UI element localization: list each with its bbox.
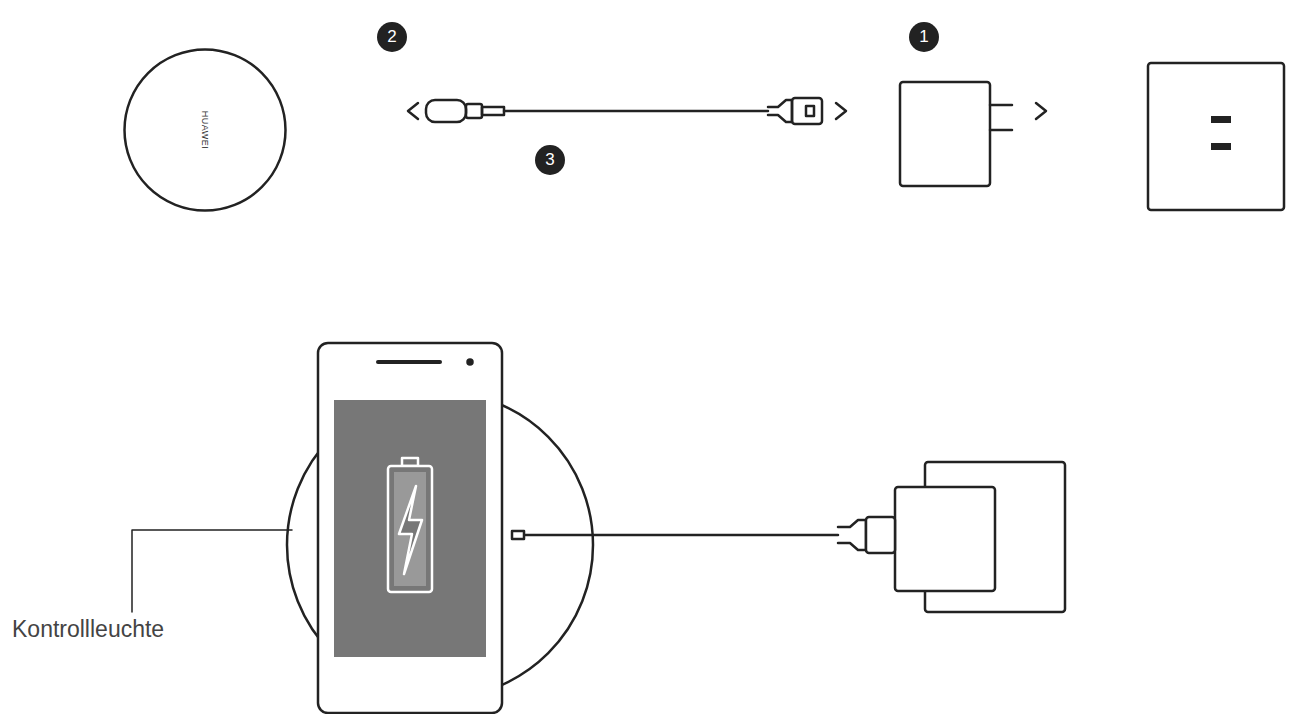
arrow-head — [836, 103, 846, 119]
usb-c-connector — [426, 100, 504, 122]
wall-socket — [1148, 63, 1284, 210]
usb-a-connector — [768, 98, 822, 124]
battery-icon — [388, 458, 432, 592]
socket-slot — [1211, 143, 1231, 150]
brand-text: HUAWEI — [200, 111, 210, 150]
part-label: Kontrollleuchte — [10, 616, 166, 643]
callout-number: 2 — [377, 22, 407, 52]
callout-number: 3 — [535, 145, 565, 175]
wireless-charger-pad: HUAWEI — [123, 48, 287, 212]
plugged-adapter — [838, 462, 1065, 612]
socket-slot — [1211, 116, 1231, 123]
arrow-head — [1036, 103, 1046, 119]
cable — [520, 534, 838, 537]
callout-number: 1 — [909, 22, 939, 52]
power-adapter — [900, 82, 1012, 186]
cable — [504, 110, 768, 113]
smartphone — [318, 343, 502, 713]
leader-line — [132, 530, 292, 612]
arrow-head — [408, 103, 418, 119]
cable-plug — [512, 531, 524, 539]
